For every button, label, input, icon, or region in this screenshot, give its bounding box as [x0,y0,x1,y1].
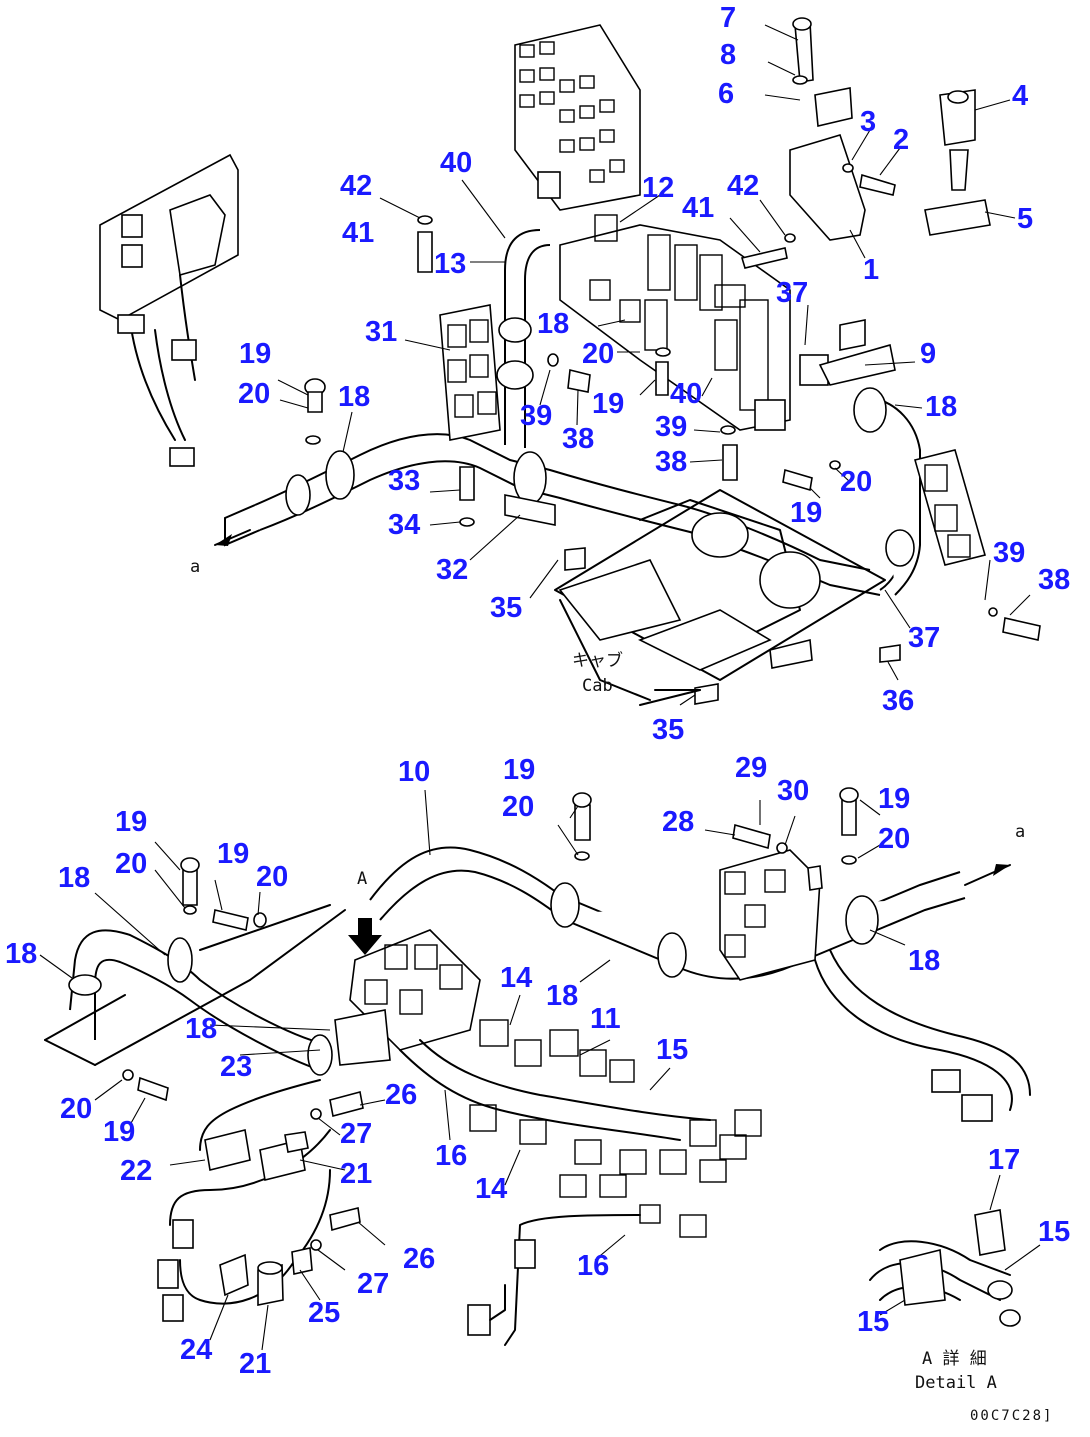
callout-number: 31 [365,316,398,348]
drawing-code: 00C7C28] [970,1408,1054,1424]
callout-number: 24 [180,1334,213,1366]
callout-number: 1 [863,254,880,286]
callout-number: 39 [655,411,688,443]
callout-number: 39 [993,537,1026,569]
callout-number: 42 [727,170,760,202]
detail-label-jp: A 詳 細 [922,1349,987,1369]
callout-number: 20 [60,1093,93,1125]
callout-number: 30 [777,775,810,807]
callout-number: 2 [893,124,910,156]
callout-number: 10 [398,756,431,788]
callout-number: 41 [342,217,375,249]
callout-number: 6 [718,78,735,110]
callout-number: 15 [1038,1216,1071,1248]
callout-number: 4 [1012,80,1029,112]
callout-number: 19 [103,1116,136,1148]
callout-number: 27 [340,1118,373,1150]
callout-number: 12 [642,172,675,204]
callout-number: 15 [656,1034,689,1066]
arrow-top-label: a [190,557,201,577]
callout-number: 20 [840,466,873,498]
callout-number: 26 [385,1079,418,1111]
callout-number: 5 [1017,203,1034,235]
callout-number: 9 [920,338,937,370]
cab-label-en: Cab [582,676,613,696]
callout-number: 41 [682,192,715,224]
callout-number: 37 [908,622,941,654]
callout-number: 19 [592,388,625,420]
callout-number: 8 [720,39,737,71]
callout-number: 38 [562,423,595,455]
callout-number: 19 [115,806,148,838]
callout-number: 21 [239,1348,272,1380]
callout-number: 7 [720,2,737,34]
callout-number: 37 [776,277,809,309]
arrow-bottom-label: a [1015,822,1026,842]
callout-number: 20 [582,338,615,370]
callout-number: 23 [220,1051,253,1083]
view-pointer-label: A [357,869,368,889]
callout-number: 18 [908,945,941,977]
callout-number: 20 [502,791,535,823]
callout-number: 29 [735,752,768,784]
callout-number: 18 [185,1013,218,1045]
callout-number: 16 [435,1140,468,1172]
callout-number: 40 [670,378,703,410]
callout-number: 18 [537,308,570,340]
callout-number: 35 [490,592,523,624]
callout-number: 20 [256,861,289,893]
callout-number: 39 [520,400,553,432]
detail-label-en: Detail A [915,1373,997,1393]
callout-number: 19 [239,338,272,370]
callout-number: 34 [388,509,421,541]
callout-number: 20 [238,378,271,410]
callout-number: 19 [217,838,250,870]
callout-number: 20 [878,823,911,855]
callout-number: 26 [403,1243,436,1275]
callout-number: 38 [1038,564,1071,596]
callout-number: 19 [503,754,536,786]
callout-number: 14 [500,962,533,994]
callout-number: 18 [925,391,958,423]
callout-number: 14 [475,1173,508,1205]
callout-number: 42 [340,170,373,202]
callout-number: 40 [440,147,473,179]
callout-number: 11 [590,1003,621,1035]
callout-number: 25 [308,1297,341,1329]
callout-number: 16 [577,1250,610,1282]
callout-number: 18 [338,381,371,413]
upper-assembly [99,17,1041,706]
callout-number: 19 [878,783,911,815]
leader-lines [39,24,1041,1351]
callout-number: 18 [58,862,91,894]
callout-number: 20 [115,848,148,880]
callout-number: 17 [988,1144,1021,1176]
lower-assembly [44,787,1031,1346]
callout-number: 18 [546,980,579,1012]
callout-number: 32 [436,554,469,586]
callout-number: 27 [357,1268,390,1300]
callout-number: 22 [120,1155,153,1187]
callout-number: 18 [5,938,38,970]
cab-label-jp: キャブ [572,651,623,671]
callout-number: 19 [790,497,823,529]
callout-number: 33 [388,465,421,497]
callout-number: 21 [340,1158,373,1190]
callout-number: 15 [857,1306,890,1338]
callout-number: 36 [882,685,915,717]
callout-number: 3 [860,106,877,138]
callout-number: 35 [652,714,685,746]
callout-number: 28 [662,806,695,838]
callout-number: 38 [655,446,688,478]
callout-number: 13 [434,248,467,280]
